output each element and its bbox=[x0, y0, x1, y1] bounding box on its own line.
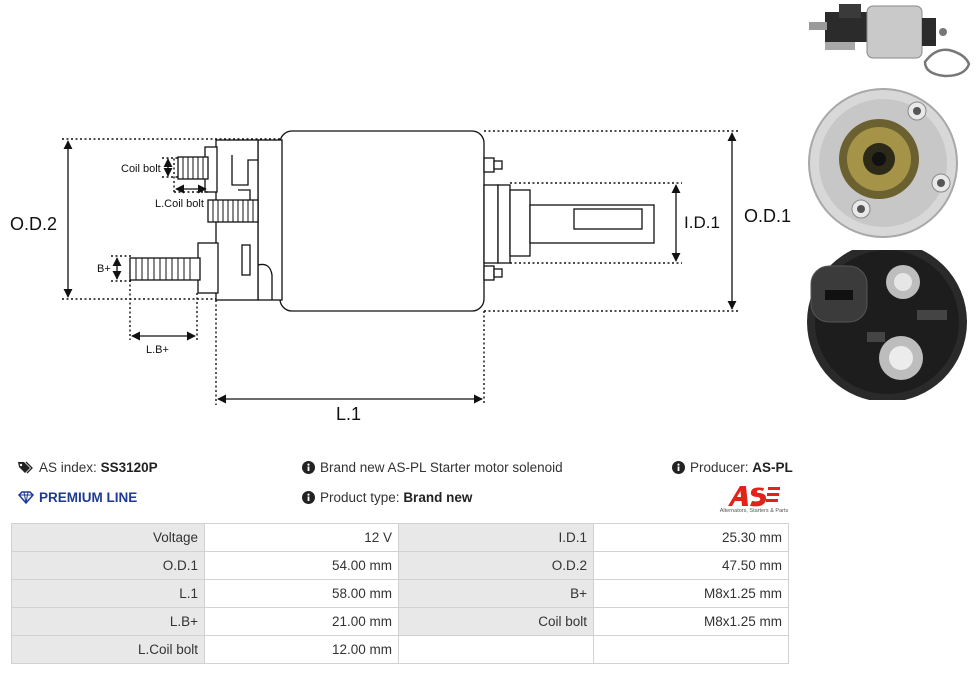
table-row: Voltage 12 V I.D.1 25.30 mm bbox=[11, 523, 789, 552]
solenoid-front-photo[interactable] bbox=[805, 85, 976, 245]
spec-value: 58.00 mm bbox=[204, 579, 399, 608]
label-l-b-plus: L.B+ bbox=[146, 344, 169, 356]
spec-label: Coil bolt bbox=[398, 607, 594, 636]
spec-label: L.B+ bbox=[11, 607, 205, 636]
spec-value: 25.30 mm bbox=[593, 523, 789, 552]
spec-label: I.D.1 bbox=[398, 523, 594, 552]
description: Brand new AS-PL Starter motor solenoid bbox=[302, 460, 563, 477]
technical-drawing: O.D.2 O.D.1 I.D.1 L.1 Coil bolt L.Coil b… bbox=[10, 130, 791, 424]
product-type: Product type: Brand new bbox=[302, 490, 472, 507]
terminal-cap bbox=[257, 139, 283, 301]
table-row: L.B+ 21.00 mm Coil bolt M8x1.25 mm bbox=[11, 607, 789, 636]
label-od2: O.D.2 bbox=[10, 214, 57, 234]
tags-icon bbox=[18, 461, 34, 477]
as-index: AS index: SS3120P bbox=[18, 460, 158, 477]
spec-label-empty bbox=[398, 635, 594, 664]
spec-label: O.D.2 bbox=[398, 551, 594, 580]
specs-table: Voltage 12 V I.D.1 25.30 mm O.D.1 54.00 … bbox=[11, 523, 789, 664]
solenoid-rear-photo[interactable] bbox=[805, 250, 976, 400]
spec-value: M8x1.25 mm bbox=[593, 579, 789, 608]
producer-logo[interactable]: Alternators, Starters & Parts bbox=[716, 484, 792, 516]
table-row: L.Coil bolt 12.00 mm bbox=[11, 635, 789, 664]
premium-line-link[interactable]: PREMIUM LINE bbox=[17, 490, 138, 507]
spec-value: M8x1.25 mm bbox=[593, 607, 789, 636]
table-row: O.D.1 54.00 mm O.D.2 47.50 mm bbox=[11, 551, 789, 580]
label-coil-bolt: Coil bolt bbox=[121, 163, 161, 175]
spec-label: Voltage bbox=[11, 523, 205, 552]
producer: Producer: AS-PL bbox=[672, 460, 793, 477]
spec-label: L.1 bbox=[11, 579, 205, 608]
spec-value-empty bbox=[593, 635, 789, 664]
spec-value: 47.50 mm bbox=[593, 551, 789, 580]
spec-label: B+ bbox=[398, 579, 594, 608]
as-pl-logo-icon bbox=[728, 486, 780, 507]
spec-value: 12 V bbox=[204, 523, 399, 552]
info-icon bbox=[672, 461, 685, 477]
spec-value: 12.00 mm bbox=[204, 635, 399, 664]
product-type-value: Brand new bbox=[403, 490, 473, 505]
label-id1: I.D.1 bbox=[684, 213, 720, 232]
solenoid-body bbox=[279, 130, 485, 312]
logo-tagline: Alternators, Starters & Parts bbox=[719, 508, 789, 514]
label-l1: L.1 bbox=[336, 404, 361, 424]
spec-value: 21.00 mm bbox=[204, 607, 399, 636]
table-row: L.1 58.00 mm B+ M8x1.25 mm bbox=[11, 579, 789, 608]
product-type-label: Product type: bbox=[320, 490, 400, 505]
producer-value: AS-PL bbox=[752, 460, 793, 475]
info-icon bbox=[302, 491, 315, 507]
info-icon bbox=[302, 461, 315, 477]
spec-label: L.Coil bolt bbox=[11, 635, 205, 664]
label-l-coil-bolt: L.Coil bolt bbox=[155, 198, 204, 210]
premium-line-label: PREMIUM LINE bbox=[39, 490, 138, 505]
product-photos bbox=[805, 0, 976, 400]
label-od1: O.D.1 bbox=[744, 206, 791, 226]
spec-label: O.D.1 bbox=[11, 551, 205, 580]
label-b-plus: B+ bbox=[97, 263, 111, 275]
as-index-label: AS index: bbox=[39, 460, 97, 475]
description-text: Brand new AS-PL Starter motor solenoid bbox=[320, 460, 563, 475]
solenoid-side-photo[interactable] bbox=[805, 0, 976, 85]
diamond-icon bbox=[17, 491, 35, 507]
as-index-value: SS3120P bbox=[100, 460, 158, 475]
producer-label: Producer: bbox=[690, 460, 749, 475]
spec-value: 54.00 mm bbox=[204, 551, 399, 580]
